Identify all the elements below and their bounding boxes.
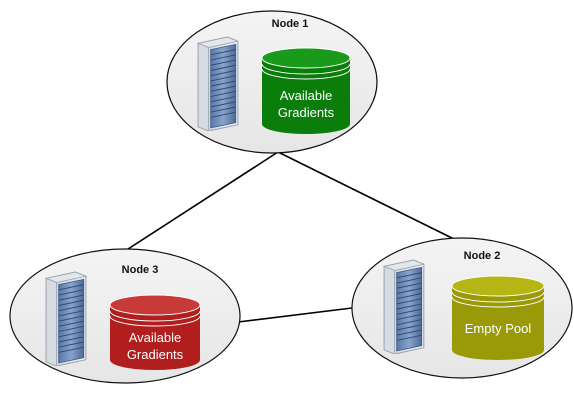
node-2-pool-top (451, 275, 545, 297)
database-cylinder-icon (451, 275, 545, 360)
node-2-title: Node 2 (464, 250, 501, 262)
node-1-pool-top (261, 47, 351, 69)
node-3-pool-top (109, 294, 201, 316)
node-1-pool-label-line1: Available (280, 88, 333, 103)
connection-node3-node2 (237, 307, 353, 323)
node-3-title: Node 3 (122, 264, 159, 276)
database-cylinder-icon (109, 294, 201, 370)
server-rack-icon (197, 36, 239, 131)
node-1-title: Node 1 (272, 18, 309, 30)
database-cylinder-icon (261, 47, 351, 134)
node-2: Node 2 Empty Pool (351, 237, 573, 379)
server-rack-icon (383, 259, 425, 354)
node-1: Node 1 Available Gradients (166, 10, 378, 154)
node-3-pool-label-line2: Gradients (127, 347, 184, 362)
node-1-pool-body (262, 58, 350, 134)
node-1-pool-label-line2: Gradients (278, 105, 335, 120)
connection-node1-node3 (124, 151, 279, 252)
server-rack-icon (45, 271, 87, 366)
connection-node1-node2 (277, 151, 461, 243)
node-3-pool-body (110, 305, 200, 370)
node-3: Node 3 Available Gradients (9, 248, 241, 384)
node-2-pool-body (452, 286, 544, 360)
node-3-pool-label-line1: Available (129, 330, 182, 345)
node-2-pool-label: Empty Pool (465, 321, 532, 336)
